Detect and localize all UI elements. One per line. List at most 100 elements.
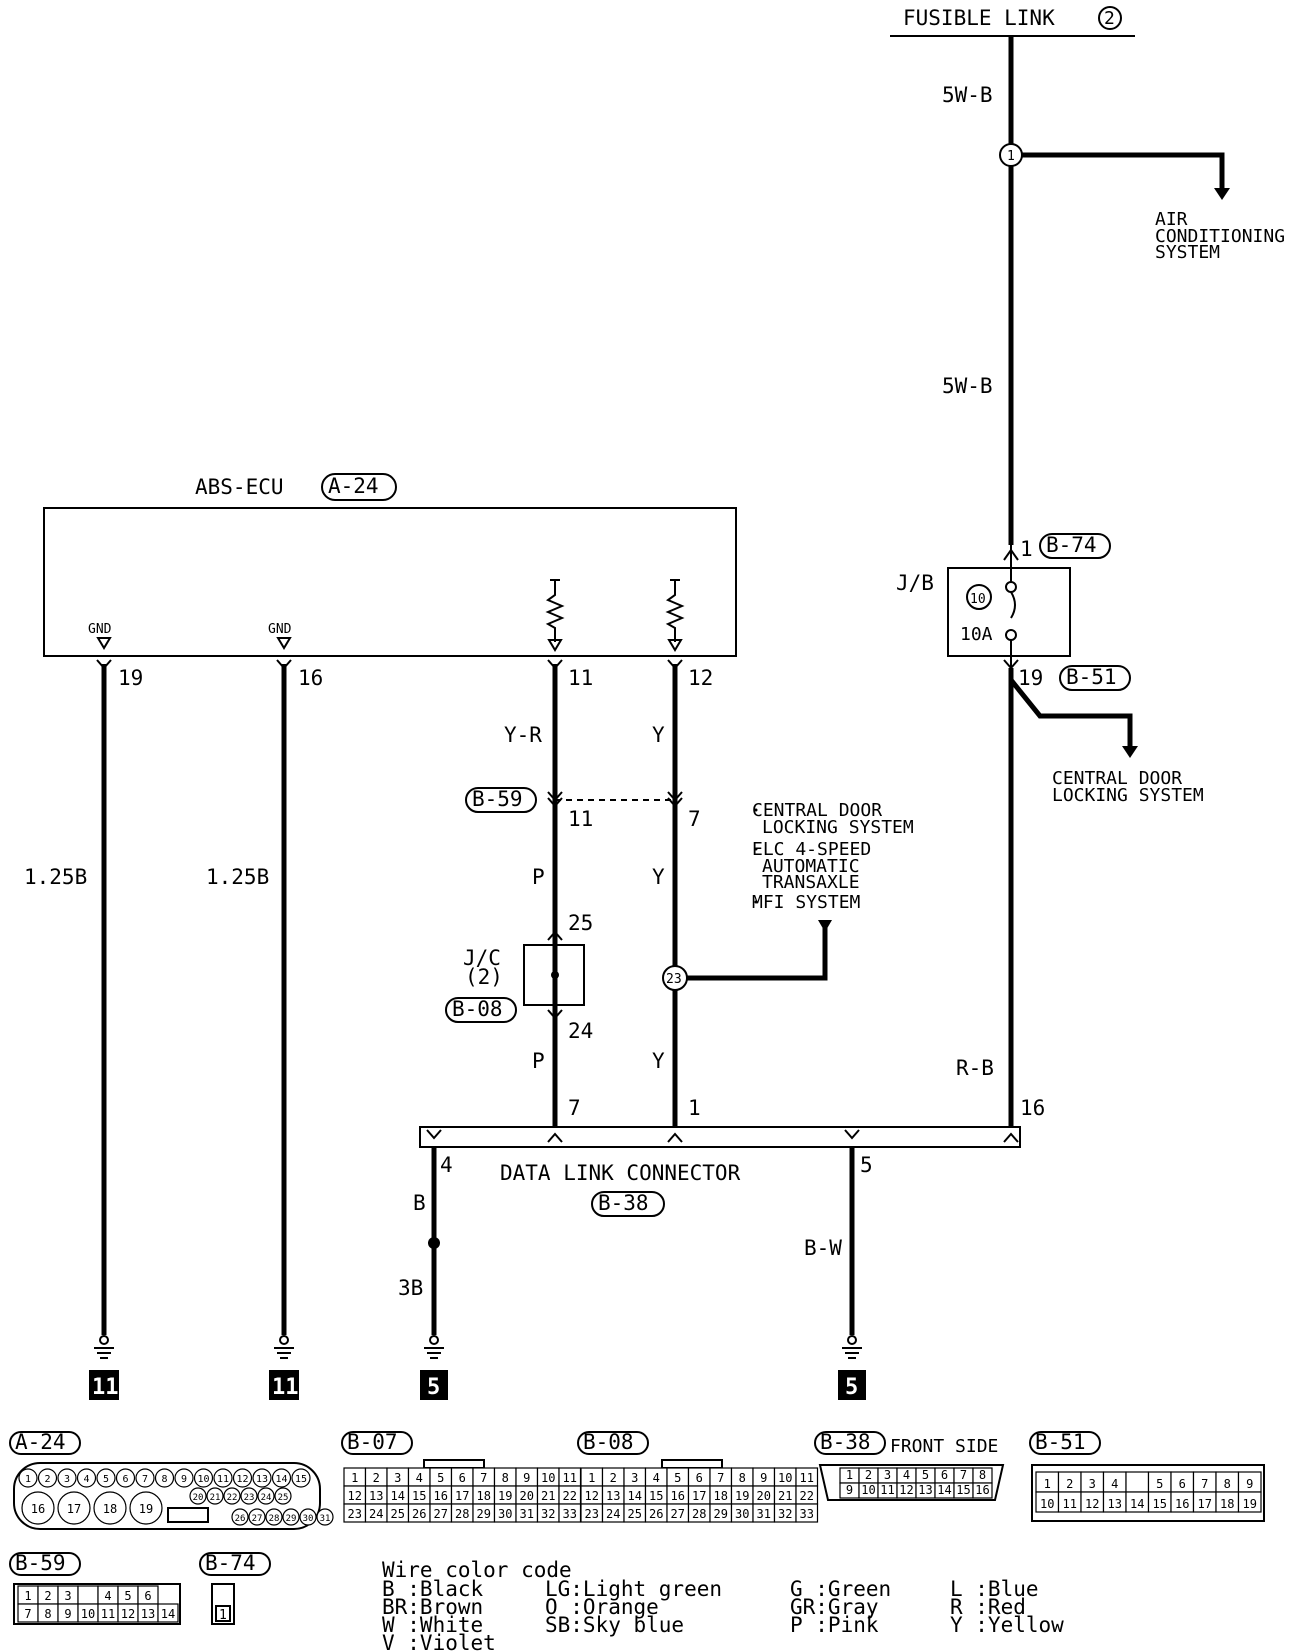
- svg-text:3: 3: [631, 1471, 638, 1485]
- svg-text:8: 8: [979, 1468, 986, 1482]
- svg-text:18: 18: [714, 1489, 728, 1503]
- svg-text:31: 31: [757, 1507, 771, 1521]
- svg-text:29: 29: [714, 1507, 728, 1521]
- svg-text:R :Red: R :Red: [950, 1595, 1026, 1619]
- svg-text:2: 2: [610, 1471, 617, 1485]
- svg-text:8: 8: [502, 1471, 509, 1485]
- svg-text:7: 7: [24, 1607, 31, 1621]
- svg-text:27: 27: [671, 1507, 685, 1521]
- wire-label-3b: 3B: [398, 1276, 423, 1300]
- svg-text:9: 9: [523, 1471, 530, 1485]
- fuse-number: 10: [970, 592, 986, 607]
- data-link-connector: 7 1 16 4 5 DATA LINK CONNECTOR B-38: [419, 1096, 1045, 1217]
- svg-text:22: 22: [800, 1489, 814, 1503]
- air-cond-line3: SYSTEM: [1155, 242, 1220, 263]
- svg-text:22: 22: [563, 1489, 577, 1503]
- svg-text:MFI SYSTEM: MFI SYSTEM: [752, 892, 861, 913]
- svg-text:B-07: B-07: [347, 1430, 398, 1454]
- svg-text:1: 1: [351, 1471, 358, 1485]
- svg-text:11: 11: [92, 1375, 119, 1400]
- svg-text:19: 19: [735, 1489, 749, 1503]
- svg-text:5: 5: [674, 1471, 681, 1485]
- svg-text:13: 13: [1108, 1497, 1122, 1511]
- svg-text:12: 12: [1085, 1497, 1099, 1511]
- svg-text:9: 9: [760, 1471, 767, 1485]
- svg-text:10: 10: [541, 1471, 555, 1485]
- junction-block: J/B 10 10A 1 B-74 19 B-51: [896, 533, 1131, 691]
- svg-text:25: 25: [391, 1507, 405, 1521]
- wire-label-125b-1: 1.25B: [24, 865, 87, 889]
- svg-text:5: 5: [103, 1474, 109, 1485]
- svg-text:5: 5: [1156, 1477, 1163, 1491]
- svg-text:3: 3: [1089, 1477, 1096, 1491]
- svg-text:33: 33: [800, 1507, 814, 1521]
- svg-text:14: 14: [161, 1607, 175, 1621]
- svg-text:13: 13: [141, 1607, 155, 1621]
- svg-text:28: 28: [269, 1514, 280, 1524]
- svg-text:CENTRAL DOOR: CENTRAL DOOR: [752, 800, 882, 821]
- wire-label-y-1: Y: [652, 723, 665, 747]
- svg-text:23: 23: [585, 1507, 599, 1521]
- svg-text:9: 9: [846, 1483, 853, 1497]
- svg-text:AUTOMATIC: AUTOMATIC: [762, 856, 860, 877]
- svg-text:31: 31: [520, 1507, 534, 1521]
- abs-pin-12: 12: [667, 659, 713, 1138]
- svg-text:16: 16: [298, 666, 323, 690]
- svg-text:2: 2: [44, 1589, 51, 1603]
- svg-text:B-59: B-59: [15, 1551, 66, 1575]
- joint-connector: 25 24 J/C (2) B-08: [445, 911, 593, 1043]
- svg-text:B-51: B-51: [1035, 1430, 1086, 1454]
- svg-text:25: 25: [278, 1493, 289, 1503]
- svg-text:B-74: B-74: [205, 1551, 256, 1575]
- connector-b74: B-74 1: [199, 1551, 271, 1625]
- svg-text:13: 13: [369, 1489, 383, 1503]
- svg-text:13: 13: [256, 1474, 268, 1485]
- dlc-pin-4: 4: [440, 1153, 453, 1177]
- svg-text:O :Orange: O :Orange: [545, 1595, 659, 1619]
- svg-text:9: 9: [64, 1607, 71, 1621]
- svg-text:V :Violet: V :Violet: [382, 1631, 496, 1652]
- svg-text:25: 25: [628, 1507, 642, 1521]
- svg-text:8: 8: [739, 1471, 746, 1485]
- svg-text:6: 6: [1179, 1477, 1186, 1491]
- svg-text:17: 17: [67, 1502, 81, 1516]
- svg-text:29: 29: [477, 1507, 491, 1521]
- svg-text:16: 16: [1175, 1497, 1189, 1511]
- svg-text:15: 15: [1153, 1497, 1167, 1511]
- svg-text:18: 18: [477, 1489, 491, 1503]
- svg-text:24: 24: [369, 1507, 383, 1521]
- svg-text:23: 23: [244, 1493, 255, 1503]
- svg-text:11: 11: [800, 1471, 814, 1485]
- svg-text:15: 15: [956, 1483, 970, 1497]
- jc-conn: B-08: [452, 997, 503, 1021]
- svg-text:21: 21: [210, 1493, 221, 1503]
- svg-text:8: 8: [44, 1607, 51, 1621]
- svg-text:A-24: A-24: [15, 1430, 66, 1454]
- fusible-link-label: FUSIBLE LINK: [903, 6, 1055, 30]
- svg-text:30: 30: [498, 1507, 512, 1521]
- svg-text:9: 9: [181, 1474, 187, 1485]
- svg-text:8: 8: [1224, 1477, 1231, 1491]
- svg-text:26: 26: [412, 1507, 426, 1521]
- svg-text:11: 11: [217, 1474, 229, 1485]
- svg-text:4: 4: [1111, 1477, 1118, 1491]
- svg-text:33: 33: [563, 1507, 577, 1521]
- svg-text:3: 3: [884, 1468, 891, 1482]
- svg-text:13: 13: [606, 1489, 620, 1503]
- dlc-pin-16: 16: [1020, 1096, 1045, 1120]
- wire-label-5w-b-1: 5W-B: [942, 83, 993, 107]
- svg-text:27: 27: [434, 1507, 448, 1521]
- svg-text:21: 21: [541, 1489, 555, 1503]
- svg-text:32: 32: [541, 1507, 555, 1521]
- svg-text:P :Pink: P :Pink: [790, 1613, 879, 1637]
- b59-pin-11: 11: [568, 807, 593, 831]
- abs-pin-19: 19: [96, 659, 143, 1335]
- svg-text:24: 24: [261, 1493, 272, 1503]
- svg-text:1: 1: [1007, 149, 1015, 164]
- svg-text:14: 14: [628, 1489, 642, 1503]
- svg-text:21: 21: [778, 1489, 792, 1503]
- svg-text:1: 1: [1044, 1477, 1051, 1491]
- svg-text:1: 1: [25, 1474, 31, 1485]
